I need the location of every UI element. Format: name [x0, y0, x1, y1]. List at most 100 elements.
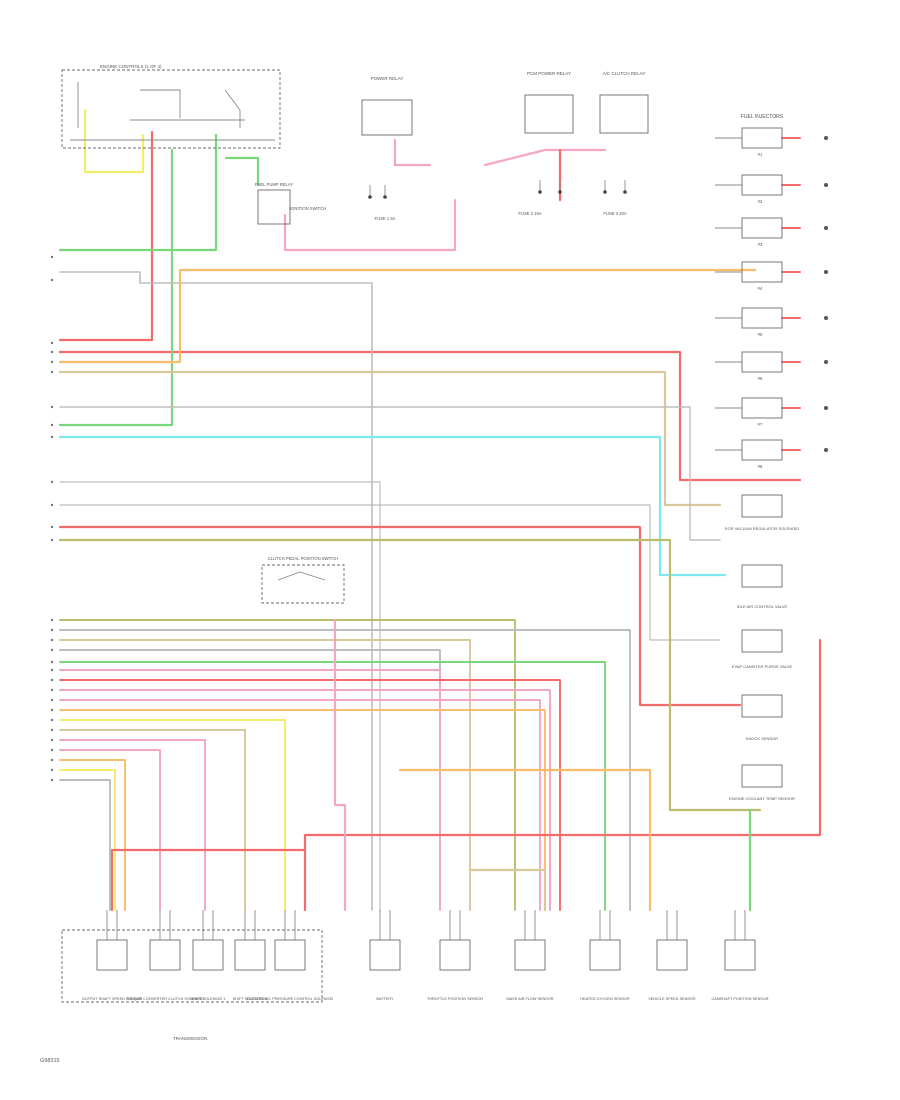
pin-marker-8	[50, 435, 54, 439]
relay-contact	[140, 89, 181, 118]
transmission-label: TRANSMISSION	[173, 1036, 207, 1041]
pin-marker-6	[50, 405, 54, 409]
bottom-label-7: MASS AIR FLOW SENSOR	[506, 997, 553, 1001]
ground-point-2	[538, 190, 542, 194]
wire-bundle-14	[59, 759, 126, 911]
pin-marker-13	[50, 618, 54, 622]
pin-marker-11	[50, 525, 54, 529]
injector-label-6: #6	[758, 376, 763, 381]
power-relay-box	[361, 99, 413, 136]
wire-bundle-3	[59, 649, 441, 911]
wire-layer	[58, 108, 822, 913]
clutch-switch-box	[261, 564, 345, 604]
wire-bundle-7	[59, 689, 551, 911]
injector-connector-5	[824, 316, 828, 320]
wire-yellow-top	[83, 108, 145, 174]
wire-bundle-11	[59, 729, 246, 911]
evap-label: EVAP CANISTER PURGE VALVE	[732, 664, 793, 669]
egr-label: EGR VACUUM REGULATOR SOLENOID	[725, 526, 799, 531]
wire-bundle-4	[59, 661, 606, 911]
fuel-injector-6	[741, 351, 783, 373]
knock-label: KNOCK SENSOR	[746, 736, 778, 741]
knock-box	[741, 694, 783, 718]
wire-grey-3	[59, 504, 721, 641]
pin-marker-18	[50, 668, 54, 672]
wire-bundle-6	[59, 679, 561, 911]
wire-red-battery	[303, 638, 822, 912]
egr-vacuum-box	[741, 494, 783, 518]
wire-grey-iac	[59, 406, 721, 541]
bottom-component-2	[192, 939, 224, 971]
pin-marker-21	[50, 698, 54, 702]
bottom-component-9	[656, 939, 688, 971]
pin-marker-17	[50, 660, 54, 664]
power-distribution-box	[61, 69, 281, 149]
injector-label-3: #3	[758, 242, 763, 247]
bottom-component-8	[589, 939, 621, 971]
relay-ac-label: A/C CLUTCH RELAY	[603, 71, 646, 76]
pin-marker-26	[50, 748, 54, 752]
component-layer	[50, 69, 828, 1003]
injector-label-1: #1	[758, 152, 763, 157]
pin-marker-10	[50, 503, 54, 507]
wire-olive-egr	[58, 538, 762, 812]
ground-point-4	[603, 190, 607, 194]
pin-marker-16	[50, 648, 54, 652]
wire-grey-vertical	[59, 271, 373, 911]
relay-switch	[224, 89, 241, 128]
bottom-component-6	[439, 939, 471, 971]
wire-bundle-10	[59, 719, 286, 911]
ground-point-0	[368, 195, 372, 199]
pcm-power-relay-box	[524, 94, 574, 134]
pin-marker-5	[50, 370, 54, 374]
wire-green-left	[58, 133, 218, 252]
bottom-label-0: OUTPUT SHAFT SPEED SENSOR	[82, 997, 142, 1001]
wire-pink-pr-b	[483, 148, 607, 167]
wire-pink-pr-a	[393, 138, 432, 167]
ground-point-3	[558, 190, 562, 194]
bottom-label-8: HEATED OXYGEN SENSOR	[580, 997, 630, 1001]
pin-marker-1	[50, 278, 54, 282]
ground-point-1	[383, 195, 387, 199]
wire-red-pcm	[58, 525, 742, 707]
pin-marker-3	[50, 350, 54, 354]
bottom-label-5: BATTERY	[376, 997, 394, 1001]
iat-box	[741, 764, 783, 788]
wire-bundle-15	[59, 769, 116, 911]
wire-bundle-16	[59, 779, 111, 911]
wire-pink-fp	[283, 198, 457, 252]
pin-marker-9	[50, 480, 54, 484]
injector-connector-1	[824, 136, 828, 140]
pin-marker-24	[50, 728, 54, 732]
pin-marker-29	[50, 778, 54, 782]
pin-marker-28	[50, 768, 54, 772]
fuel-injector-5	[741, 307, 783, 329]
fuel-pump-relay-box	[257, 189, 291, 225]
footer-code: G98315	[40, 1058, 60, 1064]
pin-marker-25	[50, 738, 54, 742]
clutch-label: CLUTCH PEDAL POSITION SWITCH	[268, 556, 339, 561]
fuse-3-label: FUSE 3 20A	[603, 211, 626, 216]
fuel-injector-8	[741, 439, 783, 461]
bottom-label-6: THROTTLE POSITION SENSOR	[427, 997, 484, 1001]
injector-connector-4	[824, 270, 828, 274]
injector-label-7: #7	[758, 422, 763, 427]
ac-clutch-relay-box	[599, 94, 649, 134]
bottom-component-10	[724, 939, 756, 971]
evap-box	[741, 629, 783, 653]
wire-bundle-12	[59, 739, 206, 911]
clutch-switch-contact	[277, 571, 326, 581]
pin-marker-15	[50, 638, 54, 642]
ignition-label: IGNITION SWITCH	[290, 206, 326, 211]
pin-marker-14	[50, 628, 54, 632]
bottom-label-3: SHIFT SOLENOID 2	[233, 997, 268, 1001]
ground-point-5	[623, 190, 627, 194]
wire-pink-clutch	[333, 618, 347, 912]
bottom-label-2: SHIFT SOLENOID 1	[191, 997, 226, 1001]
fuel-injector-1	[741, 127, 783, 149]
fuel-injector-3	[741, 217, 783, 239]
injector-connector-7	[824, 406, 828, 410]
wire-green-long	[58, 148, 174, 427]
